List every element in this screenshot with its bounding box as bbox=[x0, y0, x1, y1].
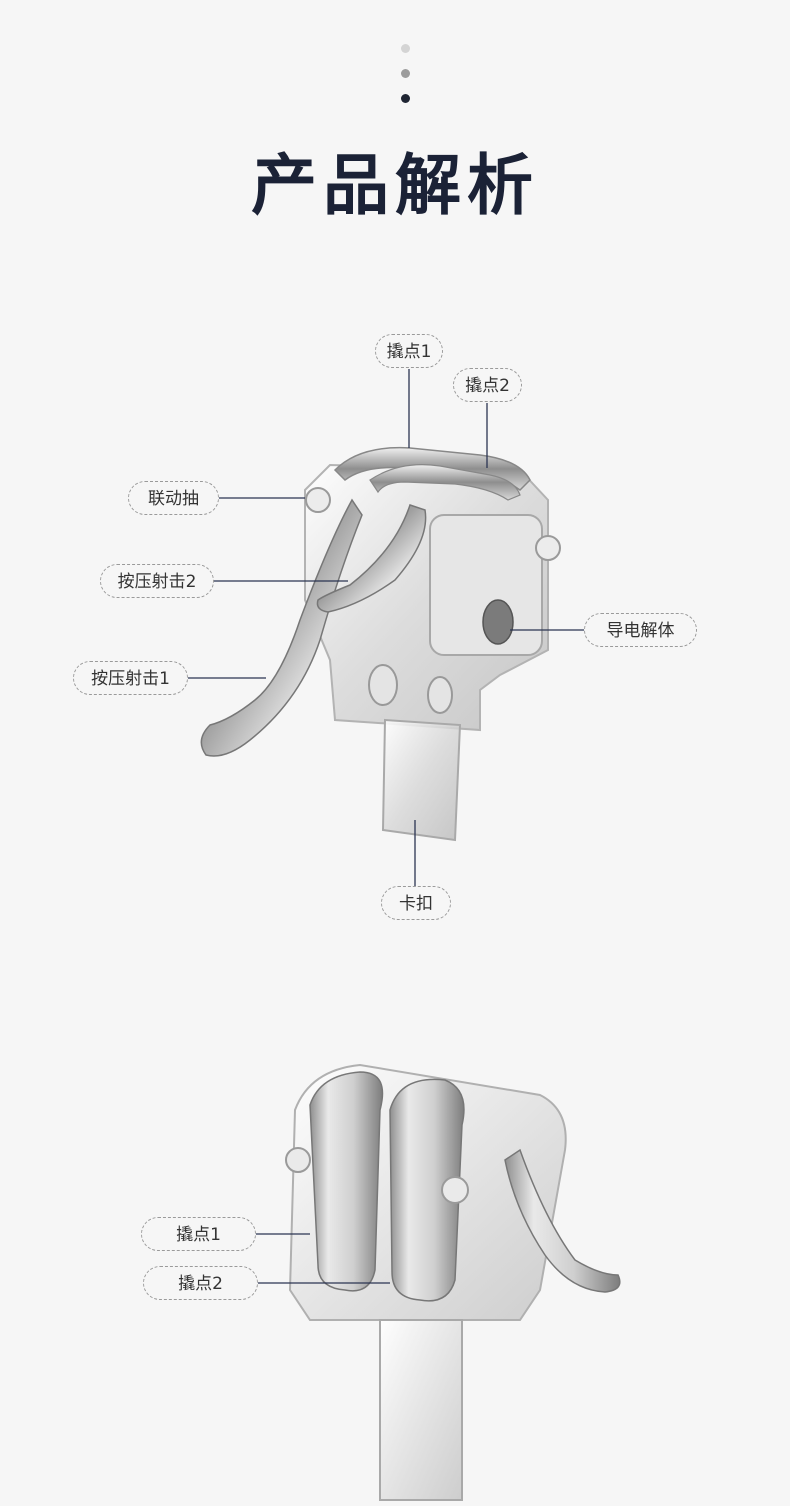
press-lever-long bbox=[200, 498, 363, 757]
label-press-fire-1: 按压射击1 bbox=[73, 661, 188, 695]
label-pry-point-1: 撬点1 bbox=[375, 334, 443, 368]
hinge-right bbox=[427, 676, 453, 714]
product-figure-front-view bbox=[0, 1050, 790, 1506]
trigger-front-view-illustration bbox=[256, 1063, 621, 1501]
product-figure-side-view bbox=[0, 300, 790, 940]
metal-cover-left bbox=[309, 1071, 384, 1292]
label-pry-point-2: 撬点2 bbox=[453, 368, 522, 402]
trigger-side-view-illustration bbox=[188, 369, 584, 886]
leader-lines bbox=[188, 369, 584, 886]
page-title: 产品解析 bbox=[251, 147, 539, 224]
label-pry-point-2-front: 撬点2 bbox=[143, 1266, 258, 1300]
label-pry-point-1-front: 撬点1 bbox=[141, 1217, 256, 1251]
side-panel bbox=[429, 514, 543, 656]
conductor-disc bbox=[482, 599, 514, 645]
clip-tab bbox=[381, 718, 462, 842]
clip-tab-front bbox=[379, 1319, 463, 1501]
leader-lines-front bbox=[256, 1233, 390, 1284]
pin-left bbox=[305, 487, 331, 513]
pin-front-right bbox=[441, 1176, 469, 1204]
press-lever-front bbox=[504, 1148, 621, 1293]
label-clip: 卡扣 bbox=[381, 886, 451, 920]
label-press-fire-2: 按压射击2 bbox=[100, 564, 214, 598]
hinge-left bbox=[368, 664, 398, 706]
label-linkage-shaft: 联动抽 bbox=[128, 481, 219, 515]
pin-right bbox=[535, 535, 561, 561]
press-lever-short bbox=[316, 504, 427, 613]
pin-front-left bbox=[285, 1147, 311, 1173]
indicator-dot-mid bbox=[401, 69, 410, 78]
indicator-dot-dark bbox=[401, 94, 410, 103]
indicator-dot-light bbox=[401, 44, 410, 53]
top-metal-plate-2 bbox=[369, 464, 521, 501]
label-conductor: 导电解体 bbox=[584, 613, 697, 647]
